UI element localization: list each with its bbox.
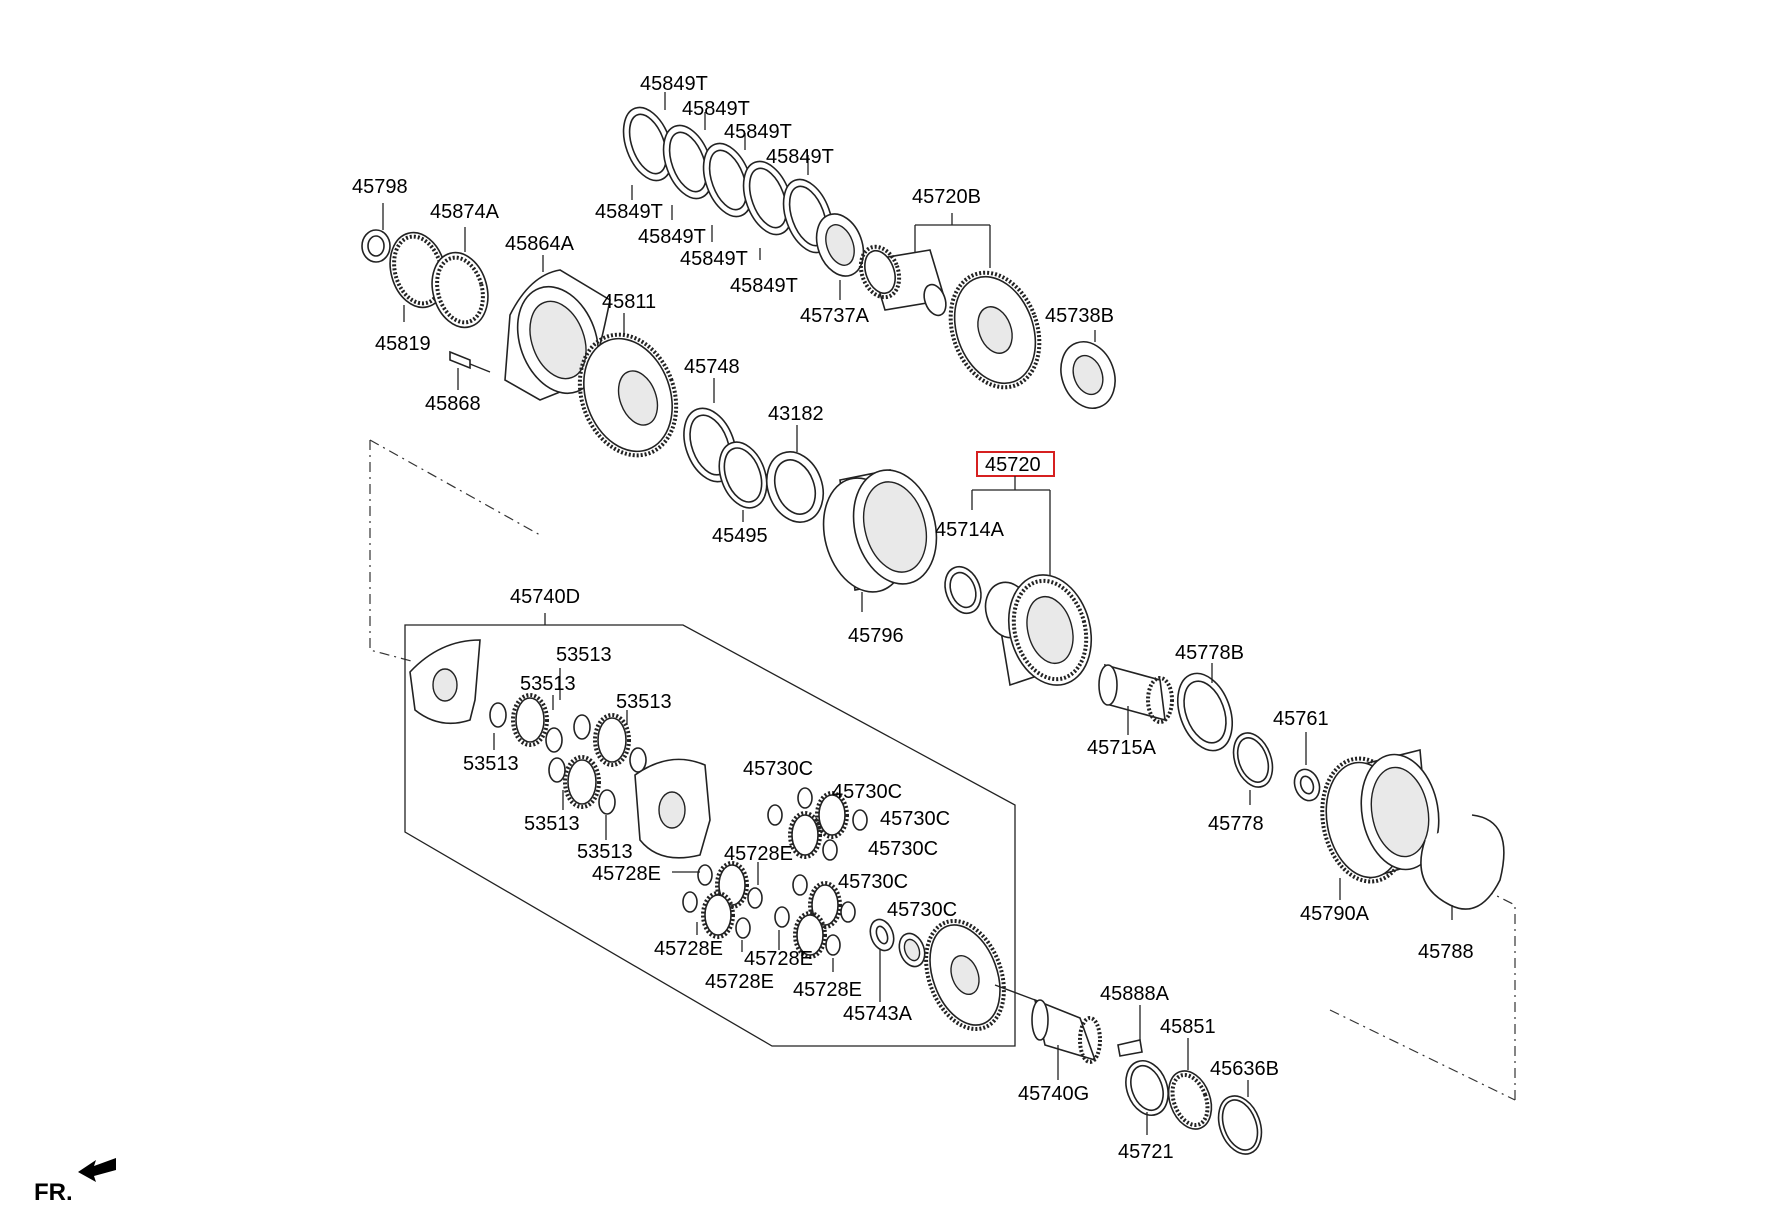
- label-45728E-b[interactable]: 45728E: [592, 863, 661, 885]
- label-45728E-d[interactable]: 45728E: [744, 948, 813, 970]
- plate-45778B: [1177, 663, 1233, 752]
- label-45720[interactable]: 45720: [985, 454, 1041, 476]
- label-45849T-h[interactable]: 45849T: [730, 275, 798, 297]
- drum-45796: [822, 469, 938, 612]
- label-45721[interactable]: 45721: [1118, 1141, 1174, 1163]
- ring-45874A: [431, 227, 489, 329]
- drive-gear-45720B: [858, 213, 1042, 390]
- ring-45714A: [944, 565, 982, 615]
- ring-45778: [1232, 732, 1274, 805]
- label-53513-d[interactable]: 53513: [463, 753, 519, 775]
- shaft-45715A: [1098, 663, 1174, 735]
- label-45849T-f[interactable]: 45849T: [638, 226, 706, 248]
- label-45849T-b[interactable]: 45849T: [682, 98, 750, 120]
- washer-45495: [718, 441, 768, 522]
- pinions-45728E: [682, 861, 763, 939]
- label-45728E-c[interactable]: 45728E: [654, 938, 723, 960]
- pinions-53513: [489, 693, 647, 815]
- leaders-53513: [493, 668, 628, 840]
- label-45728E-f[interactable]: 45728E: [793, 979, 862, 1001]
- label-45728E-a[interactable]: 45728E: [724, 843, 793, 865]
- plate-right-45740D: [924, 918, 1006, 1032]
- label-53513-a[interactable]: 53513: [556, 644, 612, 666]
- front-direction-label: FR.: [34, 1179, 73, 1206]
- label-45495[interactable]: 45495: [712, 525, 768, 547]
- shaft-45740G: [994, 984, 1102, 1080]
- label-45737A[interactable]: 45737A: [800, 305, 870, 327]
- carrier-plate-45864A: [504, 255, 611, 401]
- planet-carrier-group-box: [404, 624, 1016, 1047]
- label-45738B[interactable]: 45738B: [1045, 305, 1114, 327]
- label-45868[interactable]: 45868: [425, 393, 481, 415]
- label-45728E-e[interactable]: 45728E: [705, 971, 774, 993]
- label-45761[interactable]: 45761: [1273, 708, 1329, 730]
- label-45888A[interactable]: 45888A: [1100, 983, 1170, 1005]
- bearing-45738B: [1060, 330, 1116, 409]
- label-45864A[interactable]: 45864A: [505, 233, 575, 255]
- snap-ring-45788: [1420, 814, 1505, 920]
- label-45849T-c[interactable]: 45849T: [724, 121, 792, 143]
- plate-43182: [765, 425, 825, 523]
- plate-mid-45740D: [634, 758, 711, 859]
- washer-45743A: [869, 918, 926, 1002]
- label-45730C-d[interactable]: 45730C: [868, 838, 938, 860]
- label-45874A[interactable]: 45874A: [430, 201, 500, 223]
- label-53513-c[interactable]: 53513: [616, 691, 672, 713]
- ring-45636B: [1217, 1080, 1263, 1155]
- label-45730C-c[interactable]: 45730C: [880, 808, 950, 830]
- label-45714A[interactable]: 45714A: [935, 519, 1005, 541]
- label-45730C-b[interactable]: 45730C: [832, 781, 902, 803]
- bearing-45737A: [815, 213, 865, 300]
- label-45730C-a[interactable]: 45730C: [743, 758, 813, 780]
- label-45748[interactable]: 45748: [684, 356, 740, 378]
- label-45715A[interactable]: 45715A: [1087, 737, 1157, 759]
- ring-45721: [1125, 1060, 1169, 1135]
- label-45636B[interactable]: 45636B: [1210, 1058, 1279, 1080]
- label-45740G[interactable]: 45740G: [1018, 1083, 1089, 1105]
- label-45811[interactable]: 45811: [602, 291, 656, 313]
- label-45798[interactable]: 45798: [352, 176, 408, 198]
- plate-left-45740D: [409, 639, 481, 725]
- label-45851[interactable]: 45851: [1160, 1016, 1216, 1038]
- label-45778B[interactable]: 45778B: [1175, 642, 1244, 664]
- highlighted-group-45720: [971, 451, 1055, 575]
- seal-45798: [361, 203, 391, 263]
- part-labels: 45849T 45849T 45849T 45849T 45849T 45849…: [34, 73, 1474, 1206]
- label-45740D[interactable]: 45740D: [510, 586, 580, 608]
- pin-45888A: [1117, 1005, 1143, 1057]
- seal-45761: [1293, 732, 1321, 802]
- label-45720B[interactable]: 45720B: [912, 186, 981, 208]
- label-45849T-d[interactable]: 45849T: [766, 146, 834, 168]
- gear-45811: [577, 313, 679, 458]
- label-45743A[interactable]: 45743A: [843, 1003, 913, 1025]
- bearing-45851: [1167, 1038, 1213, 1130]
- label-53513-b[interactable]: 53513: [520, 673, 576, 695]
- label-43182[interactable]: 43182: [768, 403, 824, 425]
- bolt-45868: [449, 350, 491, 390]
- label-53513-e[interactable]: 53513: [524, 813, 580, 835]
- label-45730C-e[interactable]: 45730C: [838, 871, 908, 893]
- label-45849T-g[interactable]: 45849T: [680, 248, 748, 270]
- label-45819[interactable]: 45819: [375, 333, 431, 355]
- front-arrow-icon: [78, 1158, 116, 1182]
- label-45796[interactable]: 45796: [848, 625, 904, 647]
- label-45849T-a[interactable]: 45849T: [640, 73, 708, 95]
- label-45849T-e[interactable]: 45849T: [595, 201, 663, 223]
- carrier-45720: [984, 574, 1093, 687]
- label-45788[interactable]: 45788: [1418, 941, 1474, 963]
- label-45790A[interactable]: 45790A: [1300, 903, 1370, 925]
- label-53513-f[interactable]: 53513: [577, 841, 633, 863]
- leaders-45728E: [672, 862, 834, 972]
- label-45730C-f[interactable]: 45730C: [887, 899, 957, 921]
- label-45778[interactable]: 45778: [1208, 813, 1264, 835]
- ring-gear-45790A: [1320, 748, 1440, 900]
- leaders-45849T: [631, 92, 809, 260]
- pinions-45730C: [767, 787, 868, 959]
